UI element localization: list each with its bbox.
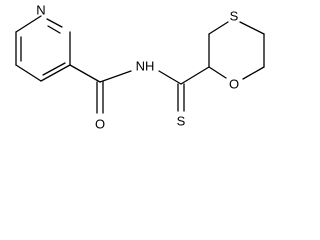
bond <box>15 64 42 82</box>
pyridine-ring <box>15 15 71 82</box>
bond <box>99 70 132 83</box>
chemical-structure: N NH O S S O <box>15 3 265 132</box>
pyridine-nitrogen-label: N <box>36 3 45 18</box>
double-bond-inner <box>47 25 61 34</box>
bond <box>180 66 210 85</box>
bond <box>40 64 71 82</box>
bond <box>239 21 265 35</box>
amide-linkage <box>69 64 182 114</box>
thione-sulfur-label: S <box>177 114 186 129</box>
bond <box>46 18 63 28</box>
bond <box>69 64 101 83</box>
double-bond-inner <box>42 62 66 76</box>
amide-nh-label: NH <box>136 59 155 74</box>
carbonyl-oxygen-label: O <box>95 117 105 132</box>
oxathiane-ring <box>208 21 265 80</box>
ring-oxygen-label: O <box>229 77 239 92</box>
bond <box>208 21 229 35</box>
bond <box>208 66 227 79</box>
bond <box>15 15 42 33</box>
bond <box>242 66 265 80</box>
ring-sulfur-label: S <box>230 9 239 24</box>
bond <box>158 70 182 85</box>
thioamide-group <box>177 66 210 112</box>
